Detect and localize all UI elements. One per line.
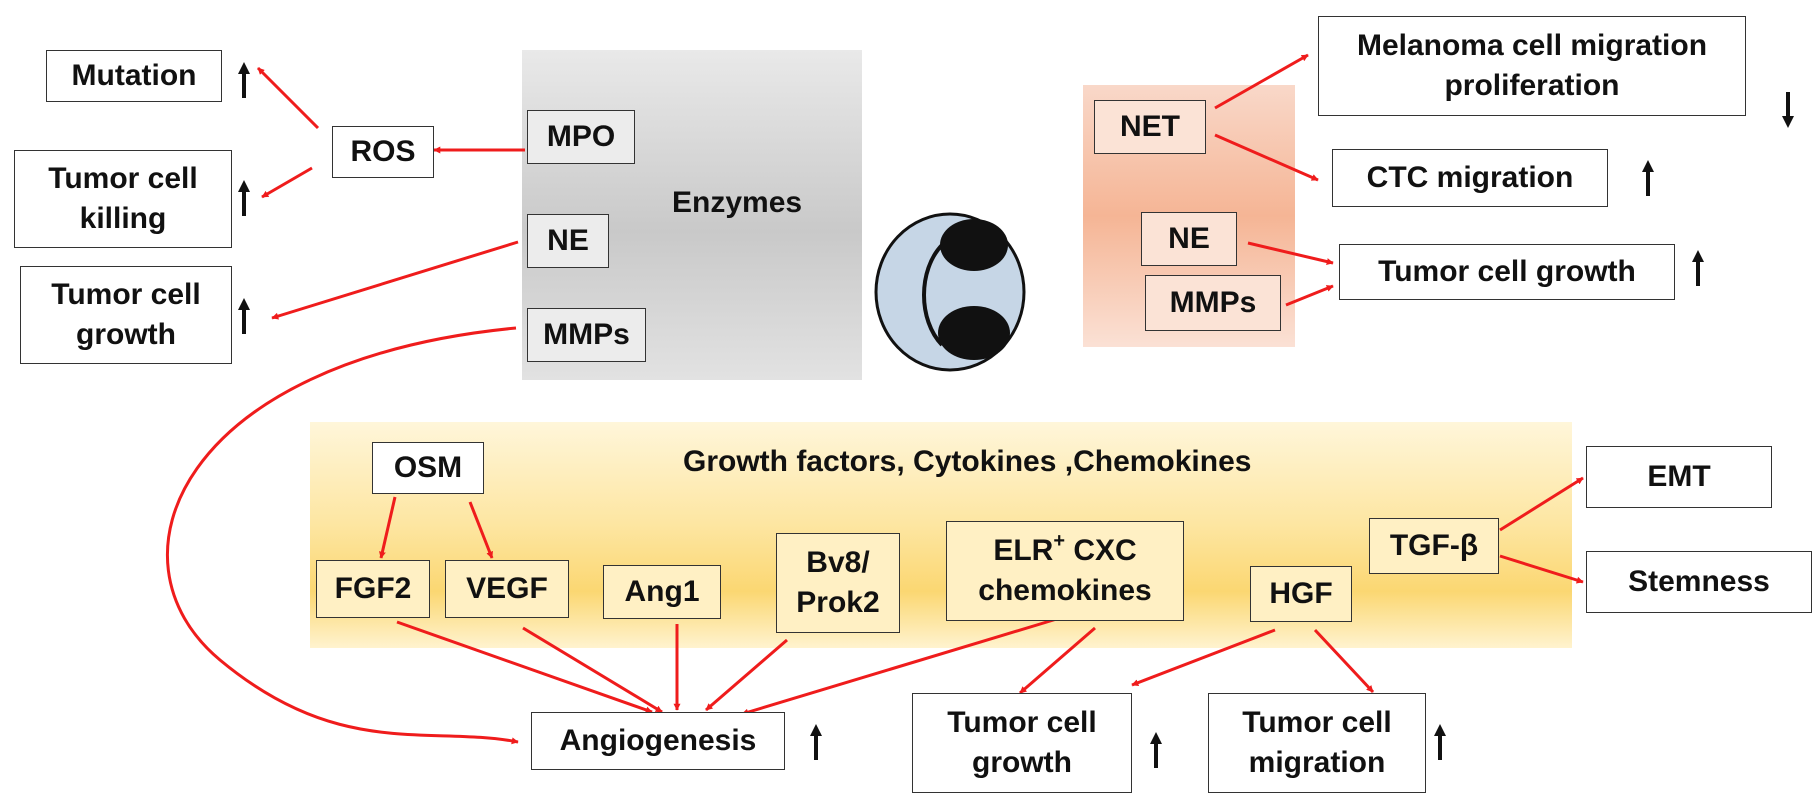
net-box: NET bbox=[1094, 100, 1206, 154]
angiogenesis-box: Angiogenesis bbox=[531, 712, 785, 770]
ne-box: NE bbox=[527, 214, 609, 268]
fgf2-box: FGF2 bbox=[316, 560, 430, 618]
killing-up-arrow-icon bbox=[238, 180, 250, 216]
arrow-hgf-to-tumor-migration bbox=[1313, 628, 1375, 694]
arrow-ne-to-growth-right bbox=[1247, 241, 1334, 265]
tumor-migration-up-arrow-icon bbox=[1434, 724, 1446, 760]
arrow-ros-to-killing bbox=[261, 166, 313, 199]
emt-box: EMT bbox=[1586, 446, 1772, 508]
arrow-vegf-to-angiogenesis bbox=[522, 626, 663, 714]
arrow-tgf-to-emt bbox=[1499, 476, 1584, 532]
ang1-box: Ang1 bbox=[603, 565, 721, 619]
tgf-beta-box: TGF-β bbox=[1369, 518, 1499, 574]
mmps-box: MMPs bbox=[527, 308, 646, 362]
ros-box: ROS bbox=[332, 126, 434, 178]
arrow-bv8-to-angiogenesis bbox=[705, 638, 788, 712]
tumor-growth-left-up-arrow-icon bbox=[238, 298, 250, 334]
mmps-right-box: MMPs bbox=[1145, 275, 1281, 331]
arrow-ne-to-tumor-growth bbox=[271, 240, 519, 320]
mutation-box: Mutation bbox=[46, 50, 222, 102]
arrow-tgf-to-stemness bbox=[1499, 554, 1584, 584]
tumor-cell-growth-bottom-box: Tumor cell growth bbox=[912, 693, 1132, 793]
enzymes-label: Enzymes bbox=[672, 186, 803, 219]
hgf-box: HGF bbox=[1250, 566, 1352, 622]
arrow-osm-to-vegf bbox=[468, 501, 494, 559]
neutrophil-icon bbox=[874, 212, 1026, 372]
tumor-cell-growth-right-box: Tumor cell growth bbox=[1339, 244, 1675, 300]
ctc-up-arrow-icon bbox=[1642, 160, 1654, 196]
arrow-net-to-melanoma bbox=[1214, 53, 1309, 110]
arrow-ros-to-mutation bbox=[256, 66, 320, 130]
arrow-net-to-ctc bbox=[1214, 133, 1319, 182]
tumor-growth-right-up-arrow-icon bbox=[1692, 250, 1704, 286]
mutation-up-arrow-icon bbox=[238, 62, 250, 98]
ne-right-box: NE bbox=[1141, 212, 1237, 266]
tumor-growth-bottom-up-arrow-icon bbox=[1150, 732, 1162, 768]
arrow-osm-to-fgf2 bbox=[378, 496, 397, 559]
melanoma-box: Melanoma cell migration proliferation bbox=[1318, 16, 1746, 116]
tumor-cell-growth-left-box: Tumor cell growth bbox=[20, 266, 232, 364]
melanoma-down-arrow-icon bbox=[1782, 92, 1794, 128]
elr-line2: chemokines bbox=[978, 574, 1152, 607]
arrow-mmps-to-angiogenesis bbox=[165, 326, 519, 745]
mpo-box: MPO bbox=[527, 110, 635, 164]
vegf-box: VEGF bbox=[445, 560, 569, 618]
osm-box: OSM bbox=[372, 442, 484, 494]
bv8-prok2-box: Bv8/ Prok2 bbox=[776, 533, 900, 633]
arrow-mmps-to-growth-right bbox=[1285, 284, 1334, 307]
stemness-box: Stemness bbox=[1586, 551, 1812, 613]
ctc-migration-box: CTC migration bbox=[1332, 149, 1608, 207]
arrow-elr-to-tumor-growth-bottom bbox=[1019, 626, 1096, 695]
elr-line1: ELR+ CXC bbox=[993, 530, 1137, 567]
arrow-elr-to-angiogenesis bbox=[741, 616, 1061, 716]
elr-cxc-chemokines-box: ELR+ CXC chemokines bbox=[946, 521, 1184, 621]
arrow-fgf2-to-angiogenesis bbox=[396, 620, 653, 714]
growth-factors-label: Growth factors, Cytokines ,Chemokines bbox=[683, 445, 1252, 478]
arrow-hgf-to-tumor-growth-bottom bbox=[1131, 628, 1276, 687]
tumor-cell-killing-box: Tumor cell killing bbox=[14, 150, 232, 248]
angiogenesis-up-arrow-icon bbox=[810, 724, 822, 760]
tumor-cell-migration-box: Tumor cell migration bbox=[1208, 693, 1426, 793]
